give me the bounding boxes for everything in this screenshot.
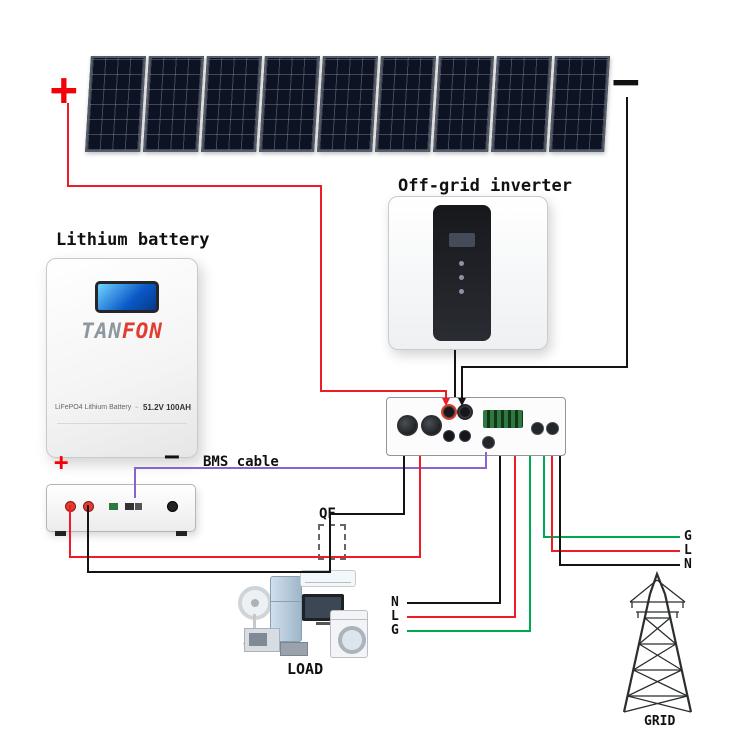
fridge-door-split	[271, 601, 301, 602]
output-port	[531, 422, 544, 435]
battery-display	[95, 281, 159, 313]
inverter-front-panel	[433, 205, 491, 341]
wire-load-l	[407, 456, 516, 618]
stove-icon	[280, 642, 308, 656]
battery-brand-logo: TANFON	[47, 319, 197, 343]
microwave-icon	[244, 628, 280, 652]
inverter-title: Off-grid inverter	[398, 176, 572, 196]
battery-foot	[55, 531, 66, 536]
battery-spec-row: LiFePO4 Lithium Battery 51.2V 100AH	[55, 401, 191, 413]
qf-label: QF	[319, 506, 336, 522]
bms-port	[482, 436, 495, 449]
pv-input-terminal	[459, 406, 471, 418]
battery-foot	[176, 531, 187, 536]
solar-panel	[143, 56, 204, 152]
battery-negative-terminal	[167, 501, 178, 512]
bms-comm-port	[135, 503, 142, 510]
brand-suffix: FON	[122, 319, 163, 343]
pv-input-terminal	[443, 430, 455, 442]
bms-cable-label: BMS cable	[203, 454, 279, 470]
washer-door	[338, 626, 366, 654]
inverter-button-icon	[459, 289, 464, 294]
solar-panel	[201, 56, 262, 152]
battery-rack-module	[46, 484, 196, 536]
inverter-terminal-strip	[386, 397, 566, 456]
bms-comm-port	[125, 503, 134, 510]
pv-input-terminal	[459, 430, 471, 442]
washer-panel-line	[331, 619, 367, 620]
battery-terminal-knob	[397, 415, 418, 436]
air-conditioner-icon	[300, 570, 356, 587]
ac-terminal-block	[483, 410, 523, 428]
battery-cell-text: LiFePO4 Lithium Battery	[55, 403, 132, 411]
solar-panel	[375, 56, 436, 152]
pulse-icon	[135, 406, 139, 409]
solar-panel	[491, 56, 552, 152]
solar-panel	[317, 56, 378, 152]
microwave-window	[249, 633, 267, 646]
inverter-button-icon	[459, 261, 464, 266]
wire-grid-n	[559, 456, 680, 566]
washing-machine-icon	[330, 610, 368, 658]
solar-panel	[549, 56, 610, 152]
pv-plus-label: +	[50, 62, 78, 116]
battery-positive-terminal	[83, 501, 94, 512]
pv-input-terminal	[443, 406, 455, 418]
wire-grid-l	[551, 456, 680, 552]
solar-panel	[259, 56, 320, 152]
grid-label: GRID	[644, 714, 676, 729]
brand-prefix: TAN	[81, 319, 122, 343]
off-grid-inverter	[388, 196, 548, 350]
inverter-button-icon	[459, 275, 464, 280]
grid-tower	[622, 570, 693, 713]
fan-hub-icon	[251, 599, 259, 607]
bms-comm-port	[109, 503, 118, 510]
grid-wire-label-l: L	[684, 543, 692, 558]
solar-panel	[433, 56, 494, 152]
battery-title: Lithium battery	[56, 230, 210, 250]
battery-plus-label: +	[54, 448, 69, 476]
ac-vent	[305, 582, 351, 583]
battery-terminal-knob	[421, 415, 442, 436]
load-wire-label-g: G	[391, 623, 399, 638]
grid-wire-label-g: G	[684, 529, 692, 544]
wire-load-g	[407, 456, 531, 632]
load-wire-label-l: L	[391, 609, 399, 624]
pv-minus-label: −	[612, 54, 640, 108]
inverter-display	[449, 233, 475, 247]
lithium-battery: TANFON LiFePO4 Lithium Battery 51.2V 100…	[46, 258, 198, 458]
solar-panel	[85, 56, 146, 152]
load-appliances	[236, 570, 368, 658]
qf-breaker-box	[318, 524, 346, 560]
wire-grid-g	[543, 456, 680, 538]
battery-positive-terminal	[65, 501, 76, 512]
load-label: LOAD	[287, 660, 324, 678]
output-port	[546, 422, 559, 435]
battery-minus-label: −	[164, 442, 180, 472]
load-wire-label-n: N	[391, 595, 399, 610]
battery-divider	[57, 423, 187, 424]
wire-load-n	[407, 456, 501, 604]
tv-stand	[316, 622, 330, 625]
battery-spec-text: 51.2V 100AH	[142, 402, 191, 412]
grid-wire-label-n: N	[684, 557, 692, 572]
